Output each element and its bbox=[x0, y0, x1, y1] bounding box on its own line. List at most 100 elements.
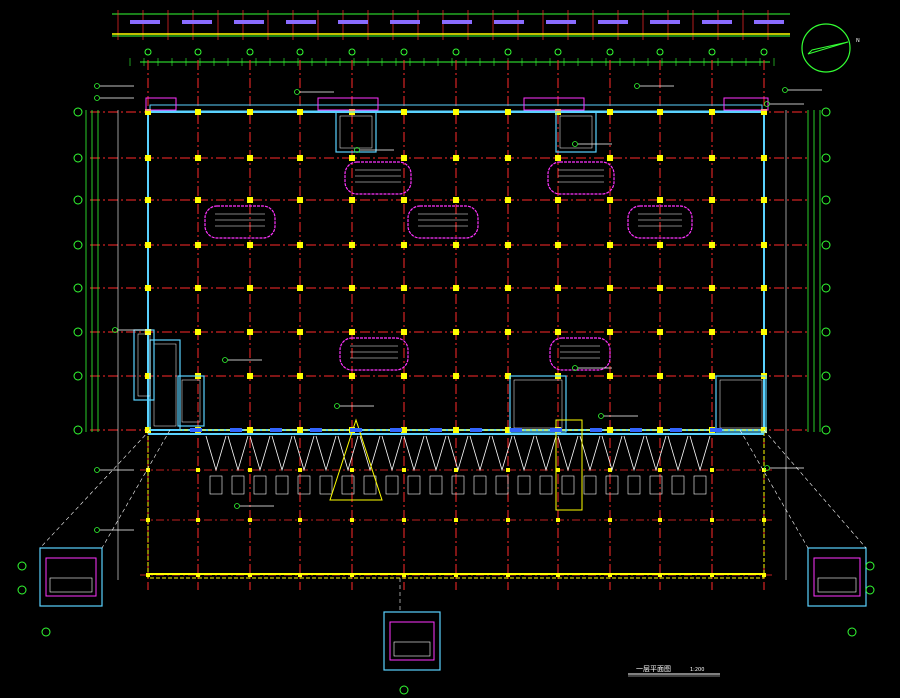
dock-bay bbox=[517, 475, 531, 495]
dock-leveler bbox=[535, 435, 557, 472]
column-mark bbox=[709, 197, 715, 203]
column-mark bbox=[657, 329, 663, 335]
column-mark bbox=[248, 573, 252, 577]
revision-cloud bbox=[627, 205, 693, 239]
column-mark bbox=[349, 242, 355, 248]
column-mark bbox=[349, 197, 355, 203]
column-mark bbox=[195, 329, 201, 335]
dock-leveler bbox=[425, 435, 447, 472]
annotation-tag bbox=[764, 101, 770, 107]
axis-bubble bbox=[821, 240, 831, 250]
dimension-label-mark bbox=[650, 20, 680, 24]
column-mark bbox=[505, 197, 511, 203]
column-mark bbox=[657, 155, 663, 161]
column-mark bbox=[401, 155, 407, 161]
top-dimension-band bbox=[112, 10, 790, 66]
axis-bubble bbox=[73, 283, 83, 293]
column-mark bbox=[297, 285, 303, 291]
column-mark bbox=[298, 573, 302, 577]
column-mark bbox=[196, 573, 200, 577]
dock-leveler bbox=[271, 435, 293, 472]
stair-core-inner bbox=[719, 379, 763, 429]
column-mark bbox=[762, 518, 766, 522]
dock-bay bbox=[583, 475, 597, 495]
annotation-tag bbox=[354, 147, 360, 153]
dock-leveler bbox=[513, 435, 535, 472]
drawing-title: 一层平面图 bbox=[636, 665, 671, 673]
column-mark bbox=[248, 468, 252, 472]
column-mark bbox=[607, 197, 613, 203]
annotation-tag bbox=[112, 327, 118, 333]
column-mark bbox=[247, 197, 253, 203]
annotation-tag bbox=[572, 141, 578, 147]
dock-door bbox=[310, 428, 322, 432]
stair-core bbox=[177, 375, 205, 427]
column-mark bbox=[298, 468, 302, 472]
column-mark bbox=[247, 427, 253, 433]
column-mark bbox=[710, 573, 714, 577]
column-mark bbox=[505, 285, 511, 291]
column-mark bbox=[709, 373, 715, 379]
axis-bubble bbox=[246, 48, 254, 56]
dock-door bbox=[430, 428, 442, 432]
column-mark bbox=[709, 155, 715, 161]
axis-bubble bbox=[296, 48, 304, 56]
dock-leveler bbox=[403, 435, 425, 472]
dock-bay bbox=[209, 475, 223, 495]
dock-bay bbox=[319, 475, 333, 495]
column-mark bbox=[505, 427, 511, 433]
dock-leveler bbox=[205, 435, 227, 472]
column-mark bbox=[145, 197, 151, 203]
detail-room bbox=[389, 621, 435, 661]
column-mark bbox=[762, 573, 766, 577]
detail-leader bbox=[101, 429, 171, 549]
dock-bay bbox=[561, 475, 575, 495]
column-mark bbox=[350, 573, 354, 577]
dock-leveler bbox=[645, 435, 667, 472]
column-mark bbox=[453, 197, 459, 203]
axis-bubble bbox=[708, 48, 716, 56]
column-mark bbox=[350, 518, 354, 522]
dock-leveler bbox=[469, 435, 491, 472]
annotation-tag bbox=[334, 403, 340, 409]
column-mark bbox=[709, 242, 715, 248]
column-mark bbox=[453, 285, 459, 291]
dock-leveler bbox=[623, 435, 645, 472]
dock-door bbox=[230, 428, 242, 432]
column-mark bbox=[657, 242, 663, 248]
roof-opening bbox=[145, 97, 177, 111]
axis-bubble bbox=[73, 425, 83, 435]
column-mark bbox=[247, 109, 253, 115]
revision-cloud bbox=[344, 161, 412, 195]
column-mark bbox=[195, 285, 201, 291]
column-mark bbox=[145, 155, 151, 161]
column-mark bbox=[247, 373, 253, 379]
dock-door bbox=[670, 428, 682, 432]
dock-bay bbox=[429, 475, 443, 495]
column-mark bbox=[761, 329, 767, 335]
dock-bay bbox=[605, 475, 619, 495]
axis-bubble bbox=[821, 283, 831, 293]
column-mark bbox=[505, 242, 511, 248]
dock-bay bbox=[363, 475, 377, 495]
column-mark bbox=[506, 468, 510, 472]
axis-bubble bbox=[73, 240, 83, 250]
dock-bay bbox=[253, 475, 267, 495]
annotation-tag bbox=[782, 87, 788, 93]
column-mark bbox=[453, 242, 459, 248]
annotation-tag bbox=[222, 357, 228, 363]
column-mark bbox=[401, 427, 407, 433]
column-mark bbox=[556, 573, 560, 577]
detail-box bbox=[39, 547, 103, 607]
dock-leveler bbox=[293, 435, 315, 472]
dock-bay bbox=[671, 475, 685, 495]
column-mark bbox=[454, 518, 458, 522]
axis-bubble bbox=[821, 195, 831, 205]
dock-leveler bbox=[359, 435, 381, 472]
column-mark bbox=[401, 285, 407, 291]
dock-bay bbox=[693, 475, 707, 495]
annotation-tag bbox=[94, 95, 100, 101]
column-mark bbox=[555, 329, 561, 335]
axis-bubble bbox=[41, 627, 51, 637]
column-mark bbox=[146, 573, 150, 577]
